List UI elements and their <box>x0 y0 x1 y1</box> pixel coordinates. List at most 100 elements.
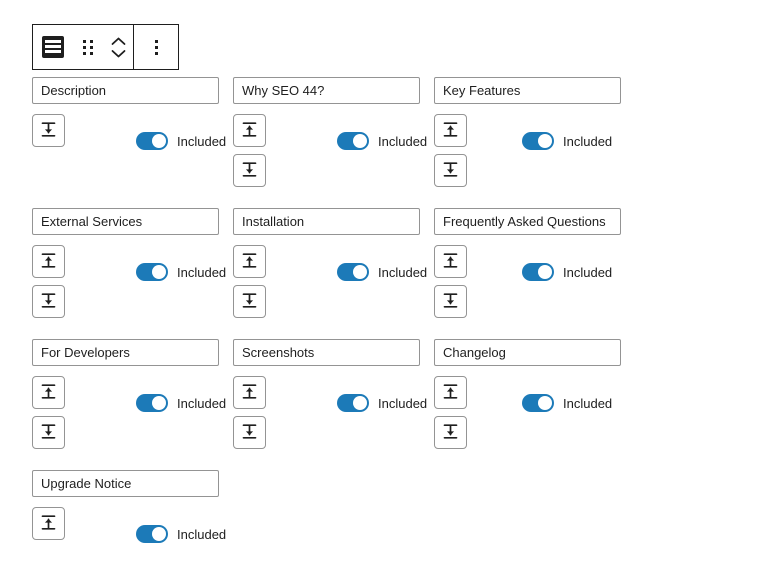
included-toggle[interactable] <box>136 525 168 543</box>
section-title-input[interactable] <box>32 208 219 235</box>
included-toggle-label: Included <box>177 264 227 280</box>
move-up-to-top-icon <box>442 252 459 272</box>
section-included-control: Included <box>136 114 226 150</box>
included-toggle[interactable] <box>136 394 168 412</box>
section-card: Included <box>434 77 621 188</box>
included-toggle-label: Included <box>563 133 613 149</box>
move-section-down-button[interactable] <box>233 416 266 449</box>
section-card: Included <box>32 208 226 319</box>
section-card: Included <box>32 77 226 188</box>
section-title-input[interactable] <box>32 339 219 366</box>
included-toggle[interactable] <box>136 263 168 281</box>
move-up-to-top-icon <box>40 252 57 272</box>
section-included-control: Included <box>337 245 427 281</box>
section-title-input[interactable] <box>233 77 420 104</box>
section-title-input[interactable] <box>434 339 621 366</box>
move-section-up-button[interactable] <box>32 507 65 540</box>
section-movers <box>233 114 297 187</box>
move-block-button[interactable] <box>103 25 133 69</box>
section-card: Included <box>233 77 427 188</box>
section-card: Included <box>233 208 427 319</box>
included-toggle[interactable] <box>522 132 554 150</box>
section-movers <box>32 376 96 449</box>
section-card: Included <box>32 470 226 581</box>
section-included-control: Included <box>337 114 427 150</box>
section-title-input[interactable] <box>434 77 621 104</box>
move-section-up-button[interactable] <box>434 376 467 409</box>
move-up-to-top-icon <box>40 514 57 534</box>
drag-handle-icon <box>83 39 93 55</box>
move-section-up-button[interactable] <box>434 245 467 278</box>
vertical-ellipsis-icon <box>154 39 158 55</box>
included-toggle[interactable] <box>136 132 168 150</box>
move-up-to-top-icon <box>241 121 258 141</box>
section-movers <box>434 376 498 449</box>
sections-row: IncludedIncludedIncluded <box>32 77 732 188</box>
section-title-input[interactable] <box>32 470 219 497</box>
move-up-to-top-icon <box>442 383 459 403</box>
included-toggle[interactable] <box>522 263 554 281</box>
toggle-knob <box>353 134 367 148</box>
move-section-down-button[interactable] <box>32 416 65 449</box>
move-section-down-button[interactable] <box>434 416 467 449</box>
move-down-to-bottom-icon <box>40 292 57 312</box>
section-card: Included <box>434 339 621 450</box>
sections-row: IncludedIncludedIncluded <box>32 208 732 319</box>
move-section-down-button[interactable] <box>434 154 467 187</box>
section-movers <box>233 376 297 449</box>
drag-handle-button[interactable] <box>73 25 103 69</box>
block-type-button[interactable] <box>33 25 73 69</box>
move-section-up-button[interactable] <box>233 376 266 409</box>
move-section-down-button[interactable] <box>32 114 65 147</box>
move-section-up-button[interactable] <box>233 245 266 278</box>
section-included-control: Included <box>136 376 226 412</box>
section-title-input[interactable] <box>32 77 219 104</box>
section-title-input[interactable] <box>434 208 621 235</box>
sections-grid: IncludedIncludedIncludedIncludedIncluded… <box>32 77 732 581</box>
section-card-body: Included <box>32 245 226 319</box>
toggle-knob <box>353 396 367 410</box>
sections-row: Included <box>32 470 732 581</box>
move-up-to-top-icon <box>442 121 459 141</box>
move-section-up-button[interactable] <box>32 376 65 409</box>
included-toggle-label: Included <box>378 264 428 280</box>
move-up-to-top-icon <box>241 252 258 272</box>
move-down-to-bottom-icon <box>241 423 258 443</box>
included-toggle-label: Included <box>177 526 227 542</box>
move-section-down-button[interactable] <box>434 285 467 318</box>
section-card-body: Included <box>233 376 427 450</box>
toggle-knob <box>152 396 166 410</box>
sections-row: Included Included Included <box>32 339 732 450</box>
row-spacer <box>32 188 732 208</box>
included-toggle[interactable] <box>337 394 369 412</box>
move-section-up-button[interactable] <box>434 114 467 147</box>
section-title-input[interactable] <box>233 339 420 366</box>
move-section-up-button[interactable] <box>233 114 266 147</box>
section-card-body: Included <box>32 507 226 581</box>
move-section-down-button[interactable] <box>233 154 266 187</box>
move-section-down-button[interactable] <box>32 285 65 318</box>
row-spacer <box>32 319 732 339</box>
up-down-chevrons-icon <box>111 37 126 58</box>
section-card-body: Included <box>434 114 621 188</box>
included-toggle[interactable] <box>337 263 369 281</box>
section-included-control: Included <box>522 376 612 412</box>
block-options-button[interactable] <box>134 25 178 69</box>
section-included-control: Included <box>337 376 427 412</box>
section-movers <box>434 114 498 187</box>
move-section-up-button[interactable] <box>32 245 65 278</box>
move-section-down-button[interactable] <box>233 285 266 318</box>
move-down-to-bottom-icon <box>442 423 459 443</box>
section-card-body: Included <box>32 376 226 450</box>
section-included-control: Included <box>522 245 612 281</box>
toggle-knob <box>538 134 552 148</box>
section-title-input[interactable] <box>233 208 420 235</box>
section-card-body: Included <box>434 376 621 450</box>
included-toggle-label: Included <box>378 133 428 149</box>
toolbar-group-block-controls <box>33 25 133 69</box>
included-toggle[interactable] <box>337 132 369 150</box>
move-down-to-bottom-icon <box>442 292 459 312</box>
toggle-knob <box>353 265 367 279</box>
block-toolbar <box>32 24 179 70</box>
included-toggle[interactable] <box>522 394 554 412</box>
